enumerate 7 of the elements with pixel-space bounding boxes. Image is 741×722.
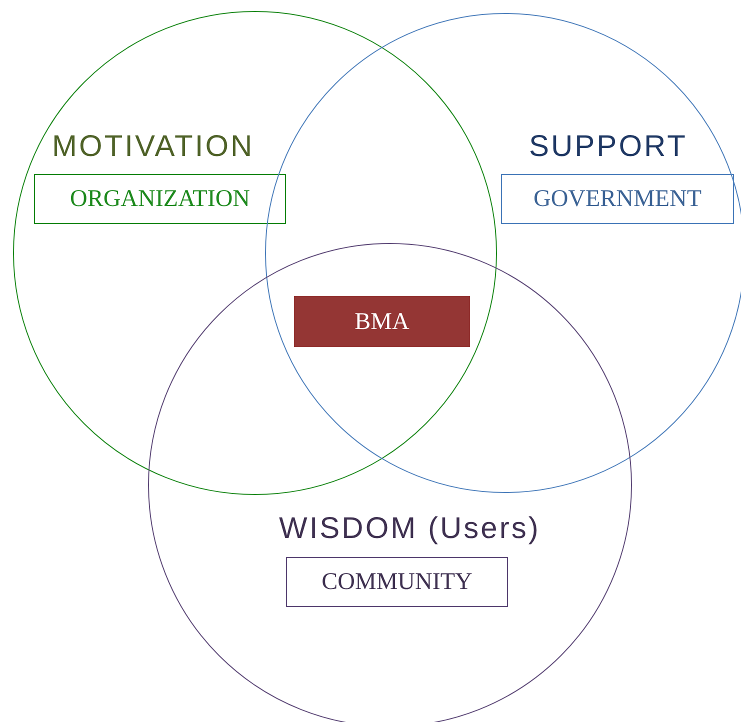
label-box: ORGANIZATION — [34, 174, 286, 224]
label-box: COMMUNITY — [286, 557, 508, 607]
circle-heading: MOTIVATION — [52, 132, 254, 162]
circle-heading: SUPPORT — [529, 132, 688, 162]
circle-heading: WISDOM (Users) — [279, 514, 540, 544]
center-box: BMA — [294, 296, 470, 347]
label-box: GOVERNMENT — [501, 174, 734, 224]
